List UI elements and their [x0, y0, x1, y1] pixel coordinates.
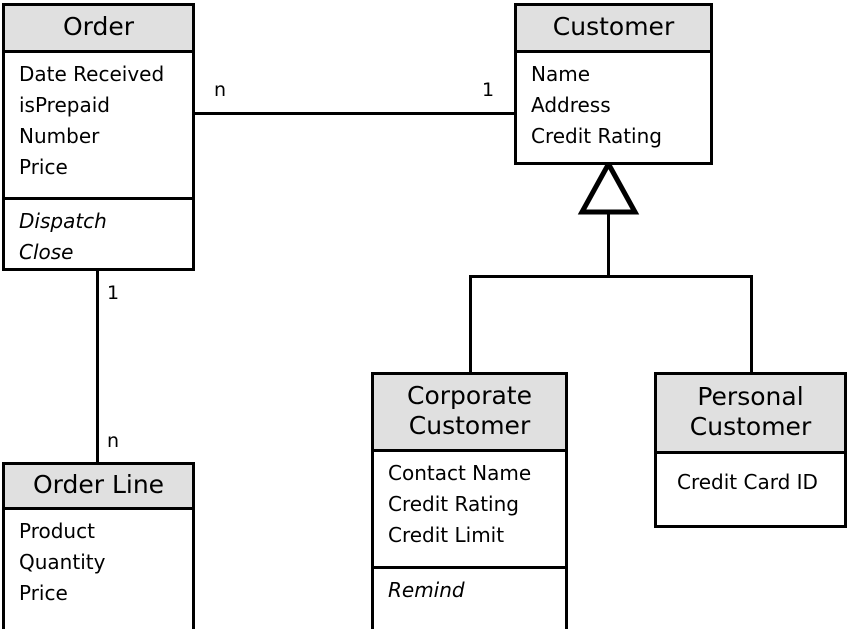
attribute-row: isPrepaid	[19, 93, 110, 117]
attribute-row: Credit Rating	[531, 124, 662, 148]
operation-row: Close	[19, 240, 74, 264]
attribute-row: Price	[19, 155, 68, 179]
class-box-customer[interactable]: Customer Name Address Credit Rating	[514, 3, 713, 165]
attributes-compartment-order: Date Received isPrepaid Number Price	[5, 53, 192, 197]
attributes-compartment-corporate-customer: Contact Name Credit Rating Credit Limit	[374, 452, 565, 566]
operation-row: Dispatch	[19, 209, 107, 233]
attribute-row: Credit Rating	[388, 492, 519, 516]
class-box-corporate-customer[interactable]: Corporate Customer Contact Name Credit R…	[371, 372, 568, 629]
class-name-line-2: Customer	[408, 411, 531, 440]
attributes-compartment-customer: Name Address Credit Rating	[517, 53, 710, 162]
association-line-order-orderline[interactable]	[96, 268, 99, 464]
class-name-line-1: Personal	[697, 382, 804, 411]
generalization-stem[interactable]	[607, 210, 610, 278]
generalization-drop-corporate[interactable]	[469, 275, 472, 374]
attribute-row: Number	[19, 124, 100, 148]
multiplicity-label-orderline-top-1: 1	[107, 282, 120, 304]
attribute-row: Credit Card ID	[677, 470, 818, 494]
class-name-personal-customer: Personal Customer	[657, 375, 844, 454]
attributes-compartment-personal-customer: Credit Card ID	[657, 454, 844, 525]
attribute-row: Name	[531, 62, 591, 86]
attribute-row: Quantity	[19, 550, 106, 574]
class-name-corporate-customer: Corporate Customer	[374, 375, 565, 452]
operation-row: Remind	[388, 578, 465, 602]
class-name-line-2: Customer	[689, 412, 812, 441]
association-line-order-customer[interactable]	[194, 112, 516, 115]
attribute-row: Date Received	[19, 62, 165, 86]
class-box-order-line[interactable]: Order Line Product Quantity Price	[2, 462, 195, 629]
attribute-row: Contact Name	[388, 461, 532, 485]
generalization-triangle-icon	[577, 160, 640, 215]
class-name-customer: Customer	[517, 6, 710, 53]
operations-compartment-corporate-customer: Remind	[374, 566, 565, 629]
class-box-personal-customer[interactable]: Personal Customer Credit Card ID	[654, 372, 847, 528]
attribute-row: Credit Limit	[388, 523, 505, 547]
class-box-order[interactable]: Order Date Received isPrepaid Number Pri…	[2, 3, 195, 271]
class-name-order-line: Order Line	[5, 465, 192, 510]
attributes-compartment-order-line: Product Quantity Price	[5, 510, 192, 629]
multiplicity-label-order-side-n: n	[214, 79, 227, 101]
attribute-row: Price	[19, 581, 68, 605]
generalization-drop-personal[interactable]	[750, 275, 753, 374]
multiplicity-label-customer-side-1: 1	[482, 79, 495, 101]
class-name-order: Order	[5, 6, 192, 53]
operations-compartment-order: Dispatch Close	[5, 197, 192, 268]
multiplicity-label-orderline-bottom-n: n	[107, 430, 120, 452]
attribute-row: Address	[531, 93, 611, 117]
generalization-branch-bar[interactable]	[469, 275, 753, 278]
class-name-line-1: Corporate	[407, 381, 532, 410]
attribute-row: Product	[19, 519, 95, 543]
